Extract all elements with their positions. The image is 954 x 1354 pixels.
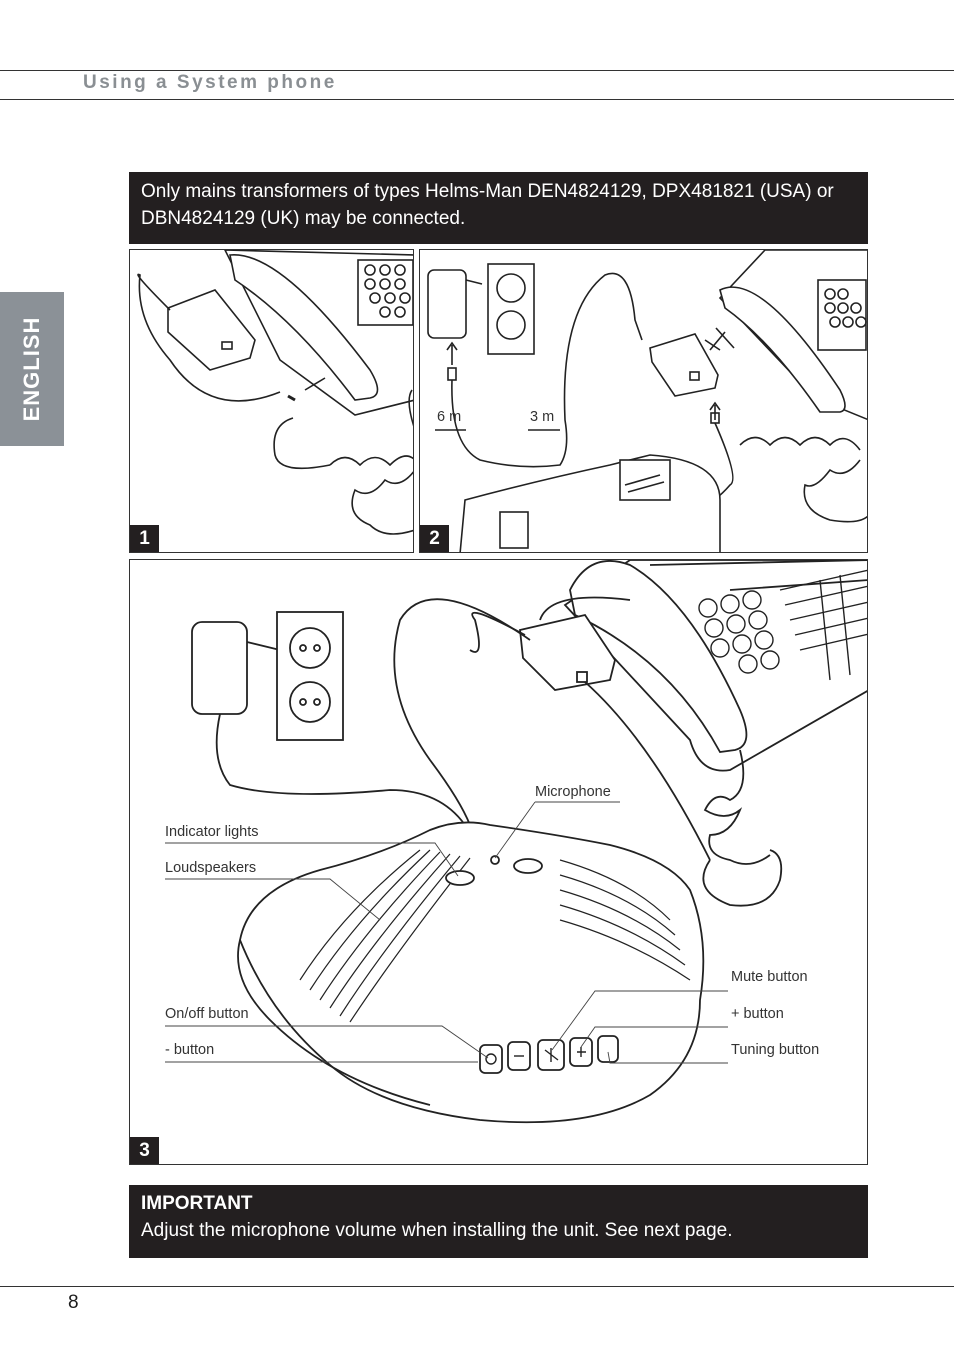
conference-unit-illustration: [165, 560, 867, 1124]
page-number: 8: [68, 1292, 79, 1313]
callout-mute-button: Mute button: [731, 969, 808, 985]
callout-tuning-button: Tuning button: [731, 1042, 820, 1058]
cable-label-3m: 3 m: [530, 409, 555, 425]
language-tab-label: ENGLISH: [19, 316, 44, 422]
language-tab: ENGLISH: [0, 292, 64, 446]
callout-plus-button: + button: [731, 1006, 784, 1022]
header-bottom-rule: [0, 99, 954, 100]
callout-onoff-button: On/off button: [165, 1006, 249, 1022]
important-notice: IMPORTANT Adjust the microphone volume w…: [129, 1185, 868, 1258]
panel-1-number: 1: [130, 525, 159, 552]
callout-minus-button: - button: [165, 1042, 215, 1058]
footer-rule: [0, 1286, 954, 1287]
panel-2-number: 2: [420, 525, 449, 552]
transformer-notice-text: Only mains transformers of types Helms-M…: [141, 181, 834, 229]
illustration-panel-3: Microphone Indicator lights Loudspeakers…: [129, 559, 868, 1165]
connection-illustration-1: [137, 250, 413, 535]
connection-illustration-2: [427, 250, 867, 552]
illustration-panel-1: 1: [129, 249, 414, 553]
callout-indicator-lights: Indicator lights: [165, 824, 259, 840]
cable-label-6m: 6 m: [437, 409, 462, 425]
section-title: Using a System phone: [83, 72, 337, 93]
illustration-panel-2: 6 m 3 m 2: [419, 249, 868, 553]
important-text: Adjust the microphone volume when instal…: [141, 1220, 733, 1241]
important-heading: IMPORTANT: [141, 1193, 253, 1214]
transformer-notice: Only mains transformers of types Helms-M…: [129, 172, 868, 244]
header-top-rule: [0, 70, 954, 71]
panel-3-number: 3: [130, 1137, 159, 1164]
callout-microphone: Microphone: [535, 784, 611, 800]
callout-loudspeakers: Loudspeakers: [165, 860, 257, 876]
